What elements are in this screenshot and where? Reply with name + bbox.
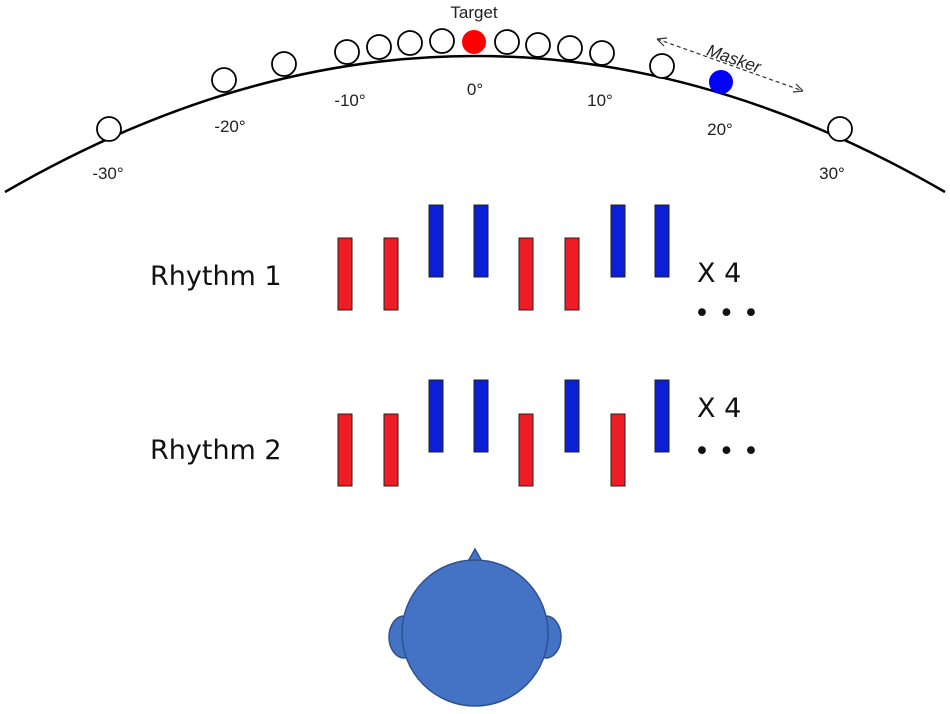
rhythm-1-repeat-label: X 4	[697, 258, 741, 289]
listener-head	[388, 547, 562, 707]
angle-label-0: 0°	[467, 80, 483, 99]
rhythm-1-tone-6-low	[564, 237, 580, 311]
rhythm-2-tone-4-high	[473, 379, 489, 453]
angle-label-30: 30°	[819, 164, 845, 183]
masker-range-arrow	[656, 37, 804, 93]
rhythm-2-tone-7-low	[610, 413, 626, 487]
angle-label-10: 10°	[587, 91, 613, 110]
speaker-minus10	[334, 39, 360, 65]
speaker-10	[589, 40, 615, 66]
rhythm-1-tone-7-high	[610, 204, 626, 278]
angle-label-20: 20°	[707, 120, 733, 139]
rhythm-1-tone-1-low	[337, 237, 353, 311]
rhythm-1-tone-3-high	[428, 204, 444, 278]
rhythm-2-tone-1-low	[337, 413, 353, 487]
rhythm-1-sequence	[337, 204, 670, 311]
rhythm-2-tone-6-high	[564, 379, 580, 453]
rhythm-2-tone-2-low	[383, 413, 399, 487]
rhythm-1-continuation: • • •	[694, 298, 759, 329]
rhythm-2-tone-3-high	[428, 379, 444, 453]
speaker-5	[525, 32, 551, 58]
speaker-minus2	[429, 28, 455, 54]
target-speaker	[462, 30, 486, 54]
speaker-array	[96, 28, 853, 142]
speaker-minus15	[271, 51, 297, 77]
speaker-minus5	[397, 30, 423, 56]
angle-label-minus20: -20°	[214, 117, 245, 136]
rhythm-2-tone-8-high	[654, 379, 670, 453]
rhythm-2-continuation: • • •	[694, 436, 759, 467]
speaker-2	[494, 29, 520, 55]
speaker-arc	[4, 54, 946, 194]
rhythm-1-tone-4-high	[473, 204, 489, 278]
angle-label-minus30: -30°	[92, 164, 123, 183]
rhythm-2-sequence	[337, 379, 670, 487]
rhythm-1-tone-2-low	[383, 237, 399, 311]
speaker-minus30	[96, 116, 122, 142]
rhythm-1-tone-8-high	[654, 204, 670, 278]
rhythm-1-label: Rhythm 1	[150, 261, 282, 292]
rhythm-1-tone-5-low	[518, 237, 534, 311]
masker-speaker	[709, 70, 733, 94]
rhythm-2-repeat-label: X 4	[697, 393, 741, 424]
listener-face	[401, 559, 549, 707]
target-label: Target	[450, 3, 498, 22]
speaker-30	[827, 116, 853, 142]
speaker-7	[557, 35, 583, 61]
masker-label: Masker	[704, 41, 764, 78]
rhythm-2-tone-5-low	[518, 413, 534, 487]
angle-label-minus10: -10°	[334, 91, 365, 110]
speaker-minus20	[211, 67, 237, 93]
speaker-15	[649, 53, 675, 79]
rhythm-2-label: Rhythm 2	[150, 435, 282, 466]
speaker-minus7	[366, 34, 392, 60]
